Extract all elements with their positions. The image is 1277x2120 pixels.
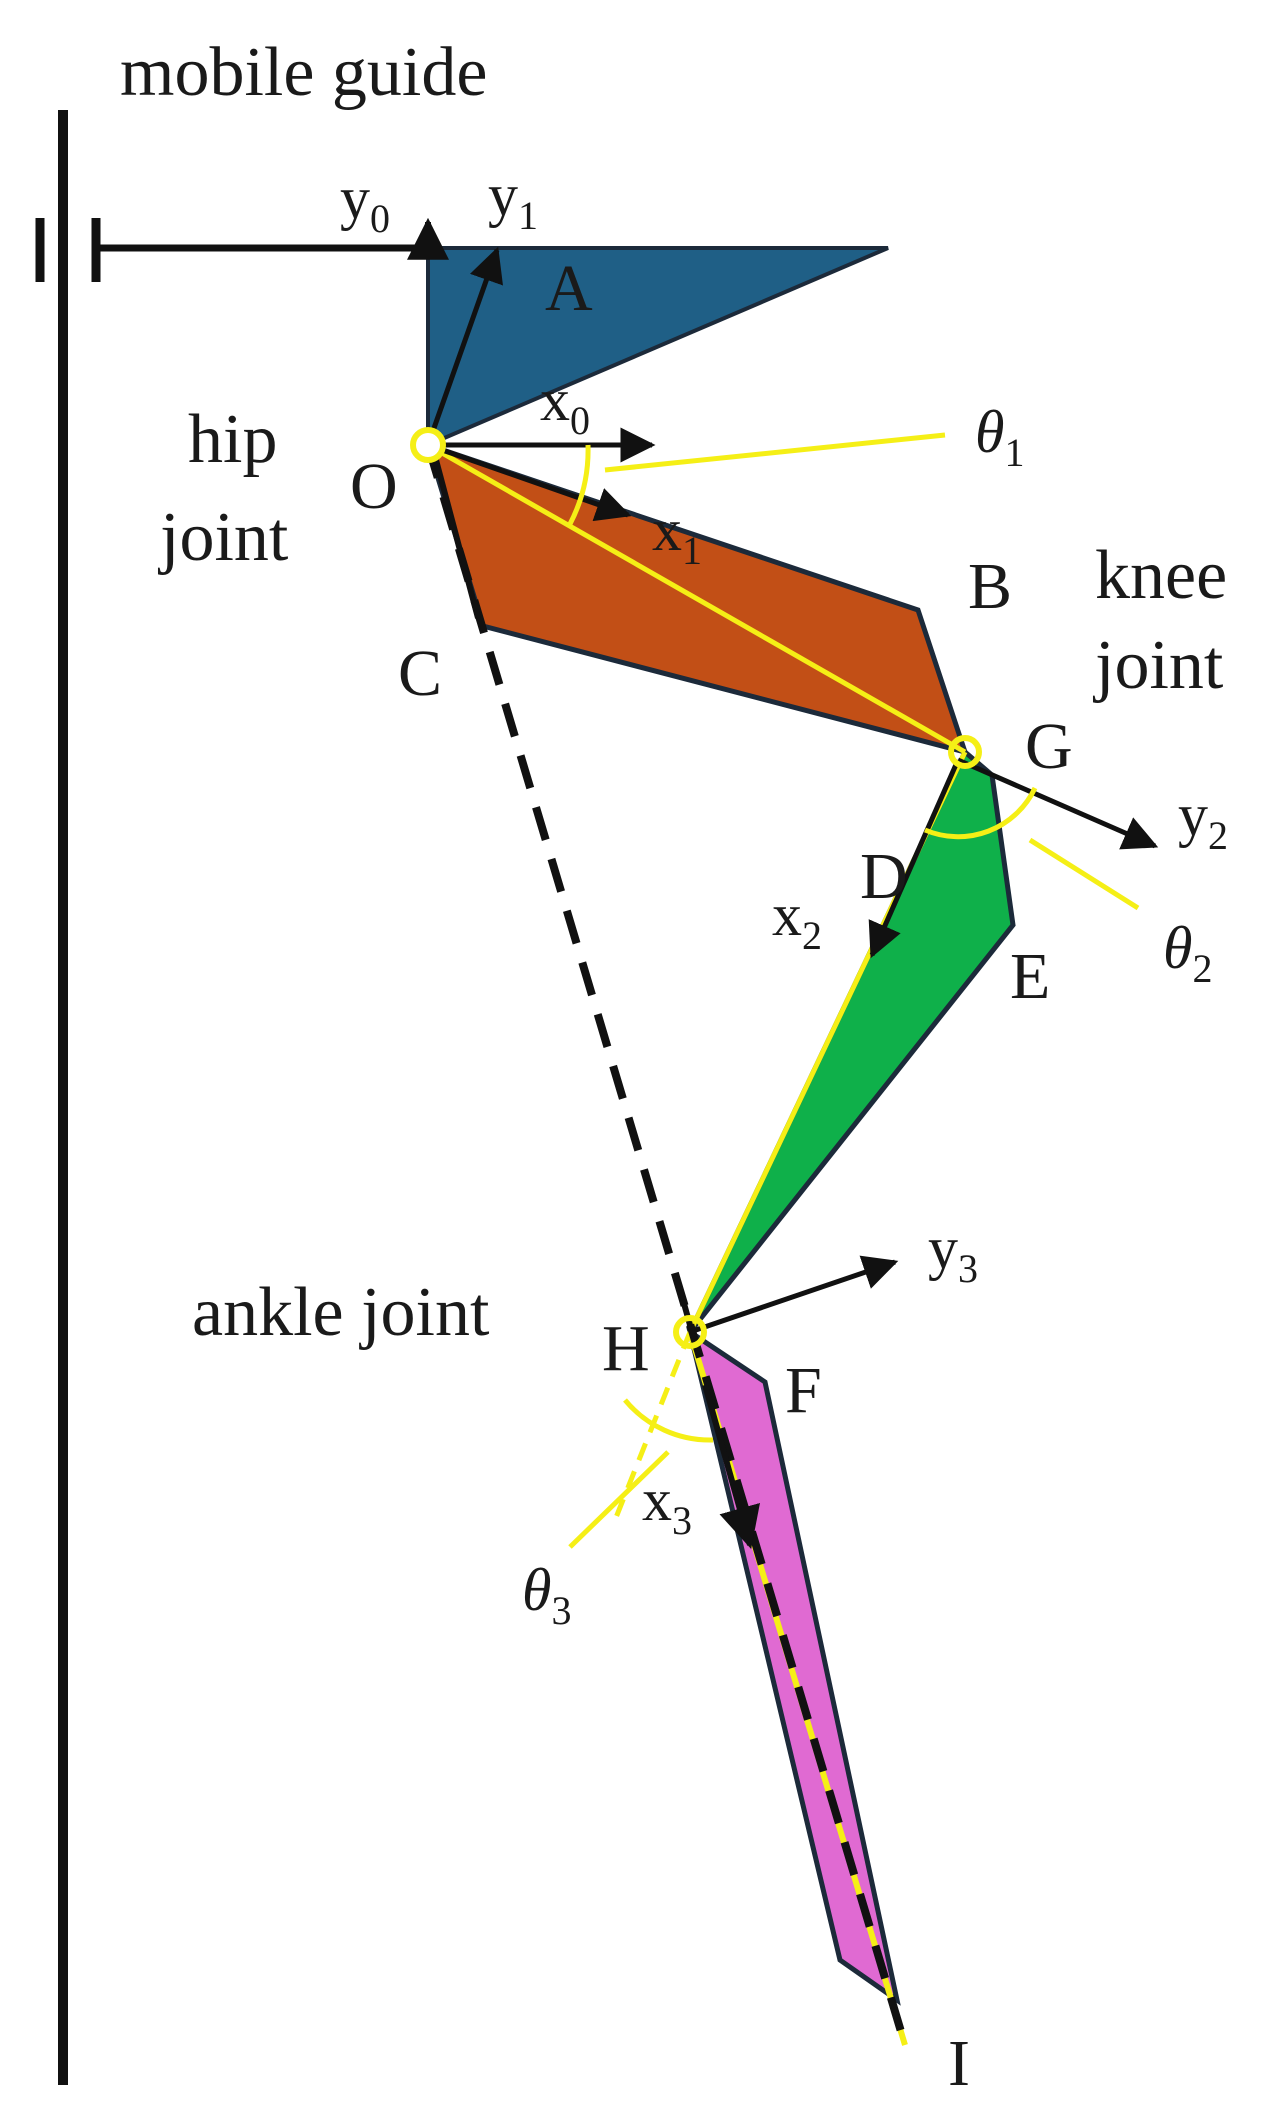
joint-label-hip: joint [157, 499, 289, 576]
point-d-label: D [860, 840, 908, 913]
theta3-pointer [568, 1450, 670, 1549]
hip-toe-dashed-line [424, 443, 909, 2047]
point-i-label: I [948, 2027, 970, 2100]
axis-y3-arrow [689, 1255, 899, 1335]
knee-label: knee [1095, 537, 1227, 614]
hip-joint-circle [410, 427, 446, 463]
axis-x2-label: x2 [772, 882, 822, 958]
point-g-label: G [1025, 710, 1073, 783]
theta1-pointer [604, 432, 946, 473]
axis-x1-label: x1 [652, 497, 702, 573]
h-edge-stroke [680, 1299, 700, 1351]
axis-x3-label: x3 [642, 1467, 692, 1543]
theta3-arc [623, 1398, 714, 1443]
axis-y1-label: y1 [488, 162, 538, 238]
axis-y2-label: y2 [1178, 782, 1228, 858]
point-a-label: A [545, 252, 593, 325]
axis-x3-arrow [702, 1384, 760, 1550]
joint-label-knee: joint [1092, 627, 1224, 704]
point-e-label: E [1010, 940, 1050, 1013]
axis-x0-label: x0 [540, 367, 590, 443]
theta1-label: θ1 [975, 399, 1024, 475]
axis-y1-arrow [425, 246, 503, 446]
point-f-label: F [785, 1354, 822, 1427]
link-a [426, 246, 889, 449]
ankle-joint-circle [673, 1315, 707, 1349]
theta3-label: θ3 [522, 1557, 571, 1633]
mobile-guide-label: mobile guide [120, 34, 487, 111]
point-h-label: H [602, 1312, 650, 1385]
knee-joint-circle [948, 735, 982, 769]
ankle-joint-label: ankle joint [192, 1274, 490, 1351]
theta2-arc [924, 786, 1038, 840]
point-b-label: B [968, 550, 1012, 623]
theta2-pointer [1028, 837, 1140, 911]
axis-y3-label: y3 [928, 1215, 978, 1291]
link-shank [687, 747, 1016, 1334]
point-c-label: C [398, 637, 442, 710]
axis-y0-label: y0 [340, 165, 390, 241]
axis-x2-arrow [868, 758, 961, 959]
theta2-label: θ2 [1163, 915, 1212, 991]
hip-knee-line [426, 442, 967, 755]
theta1-arc [567, 444, 591, 526]
axis-y2-arrow [956, 757, 1159, 850]
hip-label: hip [188, 401, 277, 478]
axis-x1-arrow [427, 442, 632, 522]
point-o-label: O [350, 450, 398, 523]
c-edge-stroke [433, 459, 481, 619]
